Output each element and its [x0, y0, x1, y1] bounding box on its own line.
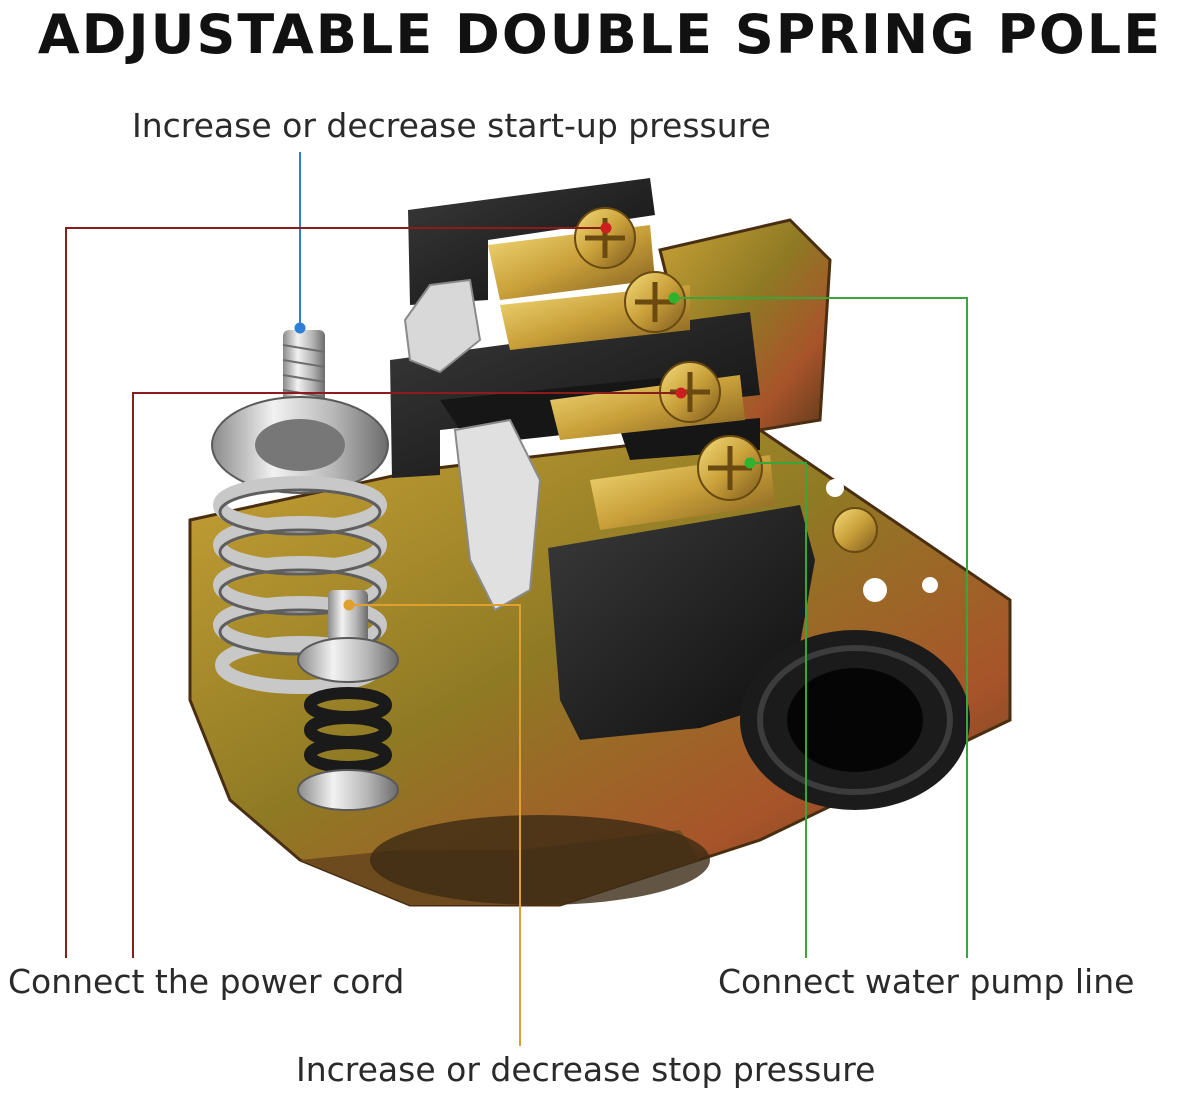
stop-pressure-dot	[343, 599, 355, 611]
water-pump-line-label: Connect water pump line	[718, 962, 1135, 1001]
water-pump-dot-1	[668, 292, 680, 304]
terminal-screws	[574, 207, 878, 553]
power-cord-dot-2	[675, 387, 687, 399]
stop-pressure-label: Increase or decrease stop pressure	[296, 1050, 876, 1089]
small-spring	[297, 590, 399, 811]
power-cord-line-1	[65, 227, 606, 958]
startup-pressure-label: Increase or decrease start-up pressure	[132, 106, 771, 145]
contact-plates	[403, 278, 542, 612]
startup-pressure-dot	[294, 322, 306, 334]
water-pump-line-2	[750, 462, 807, 958]
mounting-holes	[826, 479, 938, 602]
marker-dots	[294, 222, 756, 611]
power-cord-dot-1	[600, 222, 612, 234]
callout-lines	[65, 152, 968, 1046]
power-cord-label: Connect the power cord	[8, 962, 405, 1001]
water-pump-dot-2	[744, 457, 756, 469]
large-spring	[211, 330, 389, 694]
stop-pressure-line	[349, 604, 521, 1046]
power-cord-line-2	[132, 392, 681, 958]
water-pump-line-1	[674, 297, 968, 958]
rubber-grommet	[740, 630, 970, 810]
page-title: ADJUSTABLE DOUBLE SPRING POLE	[37, 3, 1163, 66]
